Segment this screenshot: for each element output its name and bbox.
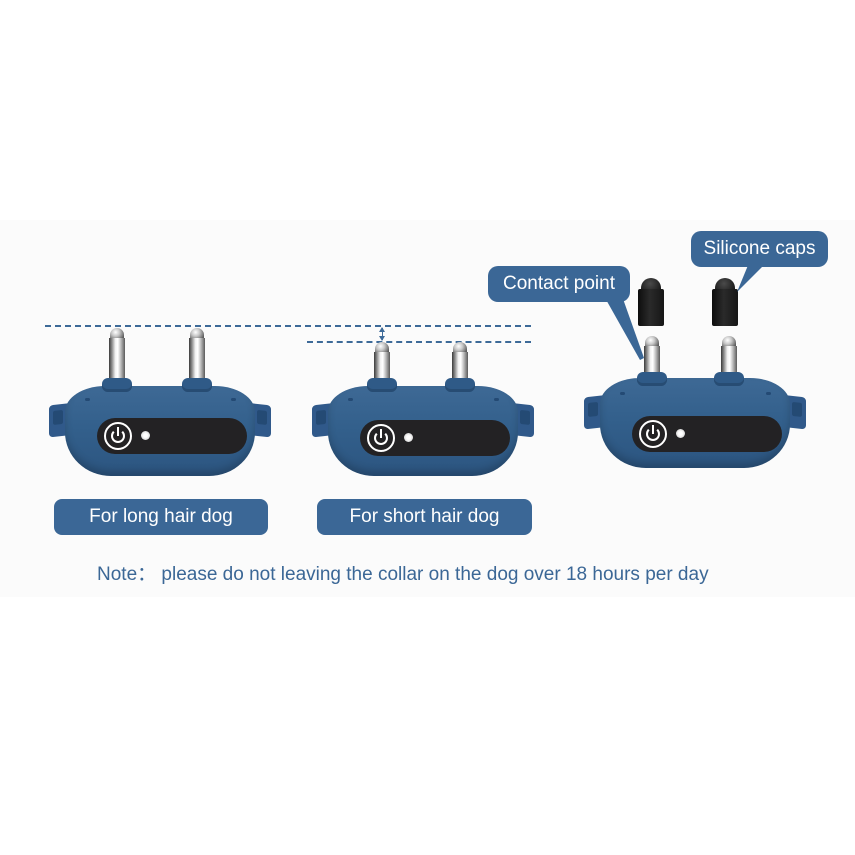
usage-note: Note： please do not leaving the collar o…	[97, 564, 709, 585]
contact-point-label: Contact point	[503, 273, 615, 294]
vent-hole	[348, 398, 353, 401]
pin-base	[182, 378, 212, 392]
silicone-caps-callout: Silicone caps	[691, 231, 828, 267]
pin-base	[714, 372, 744, 386]
pin-base	[367, 378, 397, 392]
contact-point-callout-tail	[604, 296, 644, 360]
power-button-icon[interactable]	[367, 424, 395, 452]
long-pin-height-guide	[45, 325, 531, 327]
power-button-icon[interactable]	[639, 420, 667, 448]
silicone-cap	[638, 278, 664, 326]
pin-base	[637, 372, 667, 386]
led-indicator-icon	[676, 429, 685, 438]
vent-hole	[231, 398, 236, 401]
short-contact-point	[373, 342, 391, 382]
control-panel	[97, 418, 247, 454]
long-hair-label-pill: For long hair dog	[54, 499, 268, 535]
contact-point	[720, 336, 738, 376]
contact-point	[643, 336, 661, 376]
height-difference-arrow-icon	[379, 327, 385, 341]
short-hair-label: For short hair dog	[349, 506, 500, 527]
vent-hole	[766, 392, 771, 395]
pin-base	[445, 378, 475, 392]
short-contact-point	[451, 342, 469, 382]
receiver-with-caps	[580, 320, 810, 470]
vent-hole	[494, 398, 499, 401]
led-indicator-icon	[404, 433, 413, 442]
short-hair-label-pill: For short hair dog	[317, 499, 532, 535]
contact-point-callout: Contact point	[488, 266, 630, 302]
long-hair-label: For long hair dog	[89, 506, 233, 527]
control-panel	[360, 420, 510, 456]
power-button-icon[interactable]	[104, 422, 132, 450]
silicone-caps-label: Silicone caps	[703, 238, 816, 259]
vent-hole	[85, 398, 90, 401]
short-pin-height-guide	[307, 341, 531, 343]
pin-base	[102, 378, 132, 392]
control-panel	[632, 416, 782, 452]
short-hair-receiver	[308, 328, 538, 478]
vent-hole	[620, 392, 625, 395]
silicone-cap	[712, 278, 738, 326]
long-hair-receiver	[45, 328, 275, 478]
led-indicator-icon	[141, 431, 150, 440]
long-contact-point	[188, 328, 206, 380]
long-contact-point	[108, 328, 126, 380]
